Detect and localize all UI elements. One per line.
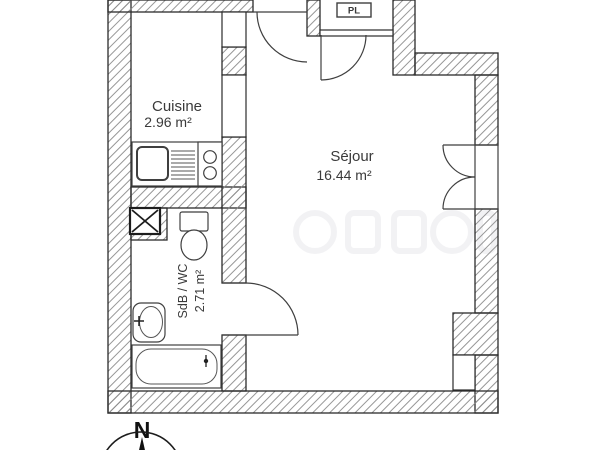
wall-top-right	[414, 52, 499, 76]
north-compass: N	[106, 417, 176, 450]
wall-top	[107, 0, 254, 13]
wall-partition-seg-3	[221, 334, 247, 392]
toilet	[179, 211, 209, 261]
wall-entrance-pillar	[306, 0, 321, 37]
north-label: N	[134, 417, 151, 443]
duct-shaft	[128, 206, 162, 236]
wall-partition-seg-2	[221, 136, 247, 284]
entrance-door	[253, 11, 308, 63]
kitchen-sink	[136, 146, 169, 181]
closet-label: PL	[348, 6, 360, 17]
label-sdb-wc: SdB / WC	[176, 264, 190, 319]
sink-drainer	[171, 150, 195, 180]
washbasin	[132, 302, 166, 343]
wall-niche	[452, 354, 476, 391]
bathroom-fixtures	[131, 211, 222, 389]
area-cuisine: 2.96 m²	[144, 114, 192, 130]
partitions	[221, 11, 476, 391]
closet-door	[320, 34, 367, 81]
area-sdb-wc: 2.71 m²	[193, 270, 207, 312]
stove	[197, 141, 223, 187]
walls	[107, 0, 499, 414]
partition-kitchen-upper	[221, 11, 247, 48]
label-sejour: Séjour	[330, 148, 373, 165]
closet: PL	[336, 2, 372, 18]
wall-bottom	[107, 390, 499, 414]
partition-kitchen-lower	[221, 74, 247, 138]
kitchen-fixtures	[131, 141, 223, 187]
label-cuisine: Cuisine	[152, 98, 202, 115]
area-sejour: 16.44 m²	[316, 167, 372, 183]
french-window	[442, 144, 499, 210]
bathroom-door	[222, 282, 299, 336]
compass-circle	[106, 431, 176, 450]
stove-burner	[203, 150, 217, 164]
stove-burner	[203, 166, 217, 180]
doors	[222, 11, 499, 336]
bathtub	[131, 344, 222, 389]
wall-right-lower	[474, 208, 499, 314]
wall-partition-seg-1	[221, 46, 247, 76]
wall-left	[107, 0, 132, 414]
closet-label-box	[336, 2, 372, 18]
partition-closet-front	[319, 29, 394, 37]
wall-right-step	[452, 312, 499, 356]
room-labels: Cuisine 2.96 m² Séjour 16.44 m² SdB / WC…	[144, 98, 373, 318]
north-arrow-icon	[139, 437, 145, 450]
wall-closet-right	[392, 0, 416, 76]
wall-right-upper	[474, 74, 499, 146]
